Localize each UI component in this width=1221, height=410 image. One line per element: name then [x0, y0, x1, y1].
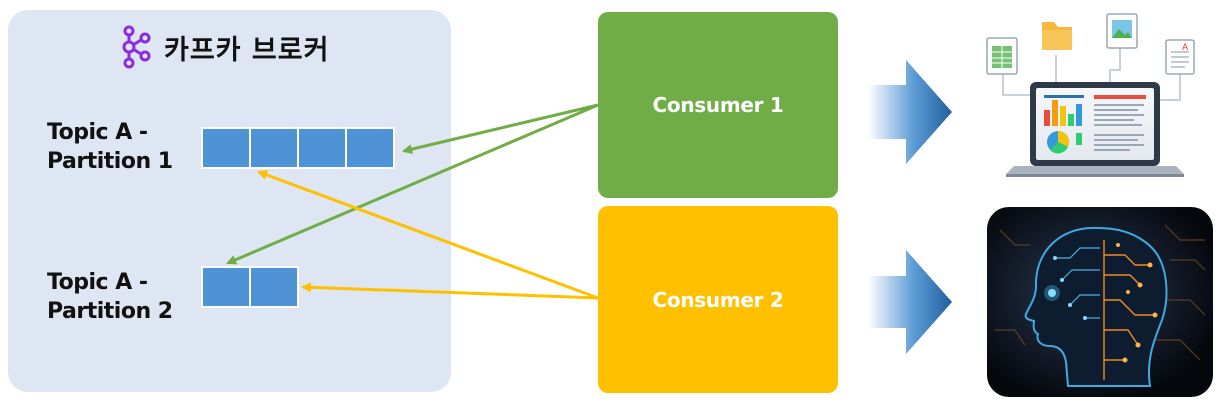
- consumer-1-box: Consumer 1: [598, 12, 838, 198]
- partition-1-label-line1: Topic A -: [47, 120, 148, 145]
- partition-1-cell: [299, 127, 347, 169]
- ai-brain-icon: [987, 207, 1213, 397]
- laptop-dashboard-icon: A: [986, 13, 1195, 177]
- partition-1-queue: [201, 127, 395, 169]
- partition-1-cell: [347, 127, 395, 169]
- kafka-broker-panel: [8, 10, 451, 392]
- partition-1-label-line2: Partition 1: [47, 149, 173, 174]
- kafka-logo-icon: [122, 25, 151, 69]
- flow-arrow-2: [868, 250, 952, 354]
- partition-2-label-line1: Topic A -: [47, 270, 148, 295]
- partition-2-cell: [201, 266, 251, 308]
- broker-title: 카프카 브로커: [164, 34, 330, 66]
- consumer-2-label: Consumer 2: [652, 287, 784, 312]
- consumer-2-to-partition-1-arrow: [257, 170, 599, 300]
- consumer-1-to-partition-2-arrow: [226, 103, 599, 265]
- consumer-2-box: Consumer 2: [598, 206, 838, 393]
- partition-2-queue: [201, 266, 299, 308]
- flow-arrow-1: [868, 60, 952, 164]
- partition-1-cell: [201, 127, 251, 169]
- consumer-1-label: Consumer 1: [652, 93, 784, 117]
- consumer-1-to-partition-1-arrow: [402, 103, 599, 155]
- svg-text:A: A: [1182, 43, 1189, 53]
- consumer-2-to-partition-2-arrow: [301, 282, 599, 300]
- partition-2-label-line2: Partition 2: [47, 299, 173, 324]
- partition-1-cell: [251, 127, 299, 169]
- broker-header: 카프카 브로커: [118, 25, 330, 69]
- partition-2-label: Topic A - Partition 2: [47, 268, 173, 326]
- partition-2-cell: [251, 266, 299, 308]
- partition-1-label: Topic A - Partition 1: [47, 118, 173, 176]
